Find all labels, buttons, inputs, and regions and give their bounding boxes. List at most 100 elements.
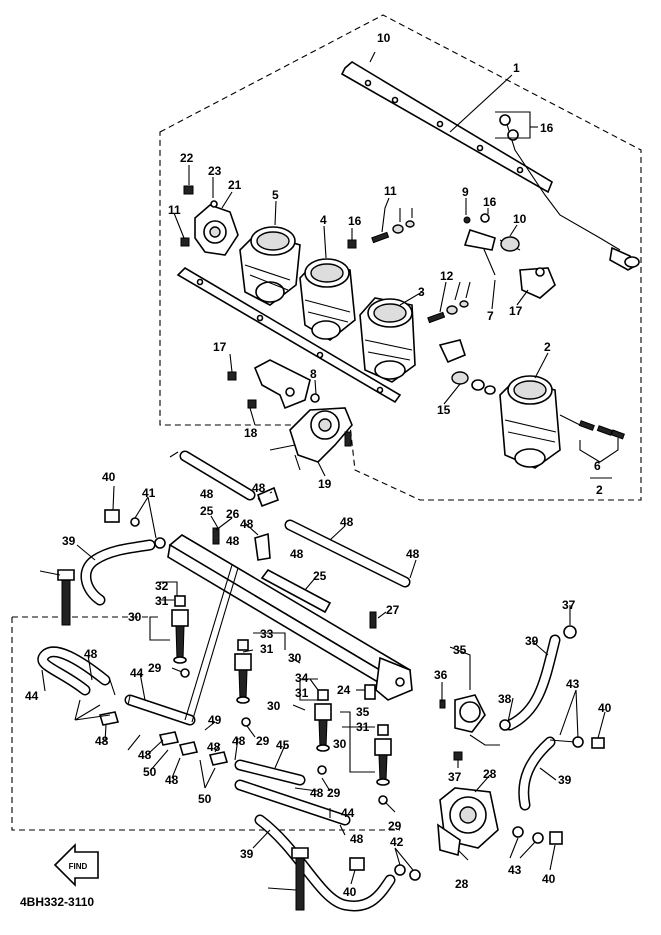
callout-17b: 18	[244, 426, 258, 440]
callout-12b: 12	[440, 269, 454, 283]
callout-2a: 2	[544, 340, 551, 354]
screw-set-12a	[371, 220, 415, 244]
throttle-body-5	[239, 226, 301, 306]
bracket-17	[253, 359, 311, 410]
callout-8: 8	[310, 367, 317, 381]
hose-41	[234, 779, 351, 826]
screw-11b	[180, 237, 190, 247]
callout-28a: 29	[148, 661, 162, 675]
callout-31a: 32	[155, 579, 169, 593]
callout-30d: 31	[356, 720, 370, 734]
callout-1: 1	[513, 61, 520, 75]
washer-8	[310, 393, 320, 403]
callout-39c: 40	[598, 701, 612, 715]
callout-30b: 31	[260, 642, 274, 656]
screw-17b	[247, 399, 257, 409]
callout-10: 10	[513, 212, 527, 226]
injector-29b	[234, 639, 252, 704]
callout-21: 23	[208, 164, 222, 178]
washer-40d	[512, 826, 524, 838]
washer-40g	[409, 869, 421, 881]
hose-42	[37, 646, 111, 696]
callout-4: 4	[320, 213, 327, 227]
callout-30c: 31	[295, 686, 309, 700]
hose-38	[504, 634, 561, 731]
bolt-39b	[349, 857, 365, 871]
callout-31b: 33	[260, 627, 274, 641]
callout-39b: 40	[343, 885, 357, 899]
callout-33: 36	[434, 668, 448, 682]
injector-29a	[171, 595, 189, 664]
callout-48d: 48	[350, 832, 364, 846]
hose-36	[518, 736, 576, 811]
callout-40a: 41	[142, 486, 156, 500]
callout-40c: 43	[566, 677, 580, 691]
find-arrow-icon: FIND	[53, 843, 99, 887]
spacer-22	[364, 684, 376, 700]
fuel-filter-26	[437, 787, 499, 857]
callout-40d: 43	[508, 863, 522, 877]
callout-47d: 48	[84, 647, 98, 661]
actuator-18	[269, 407, 353, 471]
callout-27: 28	[455, 877, 469, 891]
nut-9	[463, 216, 471, 224]
callout-29b: 30	[288, 651, 302, 665]
adjust-screws-6	[559, 414, 625, 440]
callout-30a: 31	[155, 594, 169, 608]
callout-38: 39	[525, 634, 539, 648]
bolt-39a	[104, 509, 120, 523]
callout-26: 28	[483, 767, 497, 781]
clip-35b	[499, 719, 511, 731]
callout-28d: 29	[388, 819, 402, 833]
callout-47c: 48	[138, 748, 152, 762]
connector-13	[438, 339, 496, 395]
callout-2b: 2	[596, 483, 603, 497]
washer-40f	[394, 864, 406, 876]
callout-28b: 29	[256, 734, 270, 748]
callout-6: 6	[594, 459, 601, 473]
callout-7: 7	[487, 309, 494, 323]
callout-22: 24	[337, 683, 351, 697]
assembly-boundary	[159, 14, 642, 501]
screw-16a	[347, 239, 357, 249]
washer-40c	[572, 736, 584, 748]
callout-25b: 27	[386, 603, 400, 617]
callout-numbers: 10 1 16 22 23 21 5 11 4 16 11 9 16 10 12…	[25, 31, 612, 899]
link-lever-16	[519, 267, 556, 299]
callout-37a: 39	[62, 534, 76, 548]
o-ring-28a	[180, 668, 190, 678]
callout-35b: 38	[498, 692, 512, 706]
tee-connector-47	[254, 486, 280, 561]
callout-17a: 17	[213, 340, 227, 354]
washer-21	[210, 200, 218, 208]
rail-pipe-24	[260, 568, 332, 614]
hose-43a	[124, 694, 196, 726]
cable-strap-50a	[57, 569, 75, 626]
bolt-39c	[591, 737, 605, 749]
throttle-body-4	[299, 258, 356, 341]
callout-24: 25	[313, 569, 327, 583]
spring-10	[499, 236, 521, 252]
callout-11b: 11	[168, 203, 181, 217]
mounting-bracket	[340, 61, 553, 194]
bolt-39d	[549, 831, 563, 845]
callout-25a: 26	[226, 507, 240, 521]
fitting-44c	[178, 741, 199, 756]
callout-41: 44	[341, 806, 355, 820]
callout-23: 25	[200, 504, 214, 518]
clip-35a	[563, 625, 577, 639]
callout-29a: 30	[128, 610, 142, 624]
screw-25b	[369, 611, 377, 629]
washer-15	[480, 213, 490, 223]
callout-48i: 50	[143, 765, 157, 779]
injector-29c	[314, 689, 332, 752]
callout-43b: 45	[276, 738, 290, 752]
screw-34	[453, 751, 463, 761]
hose-45	[284, 519, 411, 588]
throttle-link-rod	[499, 114, 640, 271]
linkage-arm	[463, 228, 496, 251]
injector-29d	[374, 724, 392, 786]
washer-40b	[130, 517, 140, 527]
o-ring-28b	[241, 717, 251, 727]
leader-lines	[39, 51, 619, 891]
